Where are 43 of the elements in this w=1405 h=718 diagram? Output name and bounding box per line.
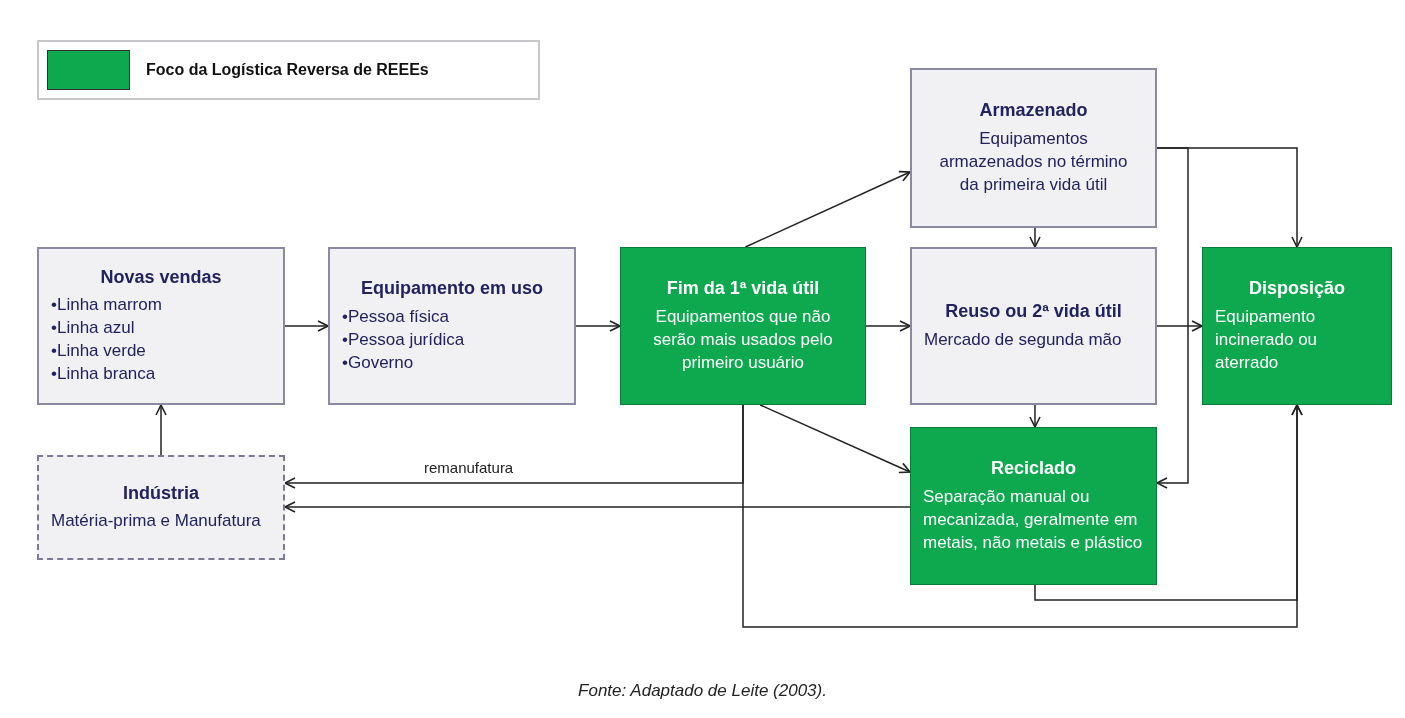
box-text: Equipamentos armazenados no término da primeira vida útil <box>938 127 1129 196</box>
box-heading: Equipamento em uso <box>360 277 544 300</box>
arrow <box>155 404 167 456</box>
list-item: •Governo <box>342 351 415 374</box>
list-item: •Pessoa física <box>342 305 451 328</box>
box-heading: Reuso ou 2ª vida útil <box>944 300 1123 323</box>
process-box <box>328 247 576 405</box>
arrow <box>742 404 1303 628</box>
arrow <box>1156 320 1203 332</box>
box-text: Matéria-prima e Manufatura <box>51 510 262 533</box>
process-box <box>910 427 1157 585</box>
process-box <box>910 247 1157 405</box>
box-heading: Armazenado <box>978 99 1089 122</box>
arrow <box>1029 227 1041 248</box>
box-heading: Fim da 1ª vida útil <box>665 277 821 300</box>
arrow <box>759 404 911 474</box>
box-text: Mercado de segunda mão <box>924 328 1123 351</box>
arrow <box>284 320 329 332</box>
caption: Fonte: Adaptado de Leite (2003). <box>577 680 828 702</box>
arrow <box>1156 147 1189 489</box>
box-heading: Reciclado <box>989 457 1077 480</box>
box-text: Equipamentos que não serão mais usados pelo primeiro usuário <box>652 305 834 374</box>
list-item: •Pessoa jurídica <box>342 328 466 351</box>
process-box <box>1202 247 1392 405</box>
arrow <box>744 170 911 248</box>
box-text: Equipamento incinerado ou aterrado <box>1215 305 1319 374</box>
box-heading: Indústria <box>122 481 200 505</box>
arrow <box>575 320 621 332</box>
list-item: •Linha verde <box>51 340 147 363</box>
process-box <box>37 455 285 560</box>
process-box <box>37 247 285 405</box>
arrow <box>1029 404 1041 428</box>
list-item: •Linha azul <box>51 317 136 340</box>
box-heading: Novas vendas <box>99 265 223 289</box>
process-box <box>910 68 1157 228</box>
box-text: Separação manual ou mecanizada, geralmente em metais, não metais e plástico <box>923 485 1144 554</box>
legend-text: Foco da Logística Reversa de REEEs <box>146 60 429 80</box>
list-item: •Linha marrom <box>51 294 163 317</box>
arrow <box>284 501 911 513</box>
box-heading: Disposição <box>1248 277 1346 300</box>
process-box <box>620 247 866 405</box>
arrow <box>865 320 911 332</box>
list-item: •Linha branca <box>51 363 157 386</box>
